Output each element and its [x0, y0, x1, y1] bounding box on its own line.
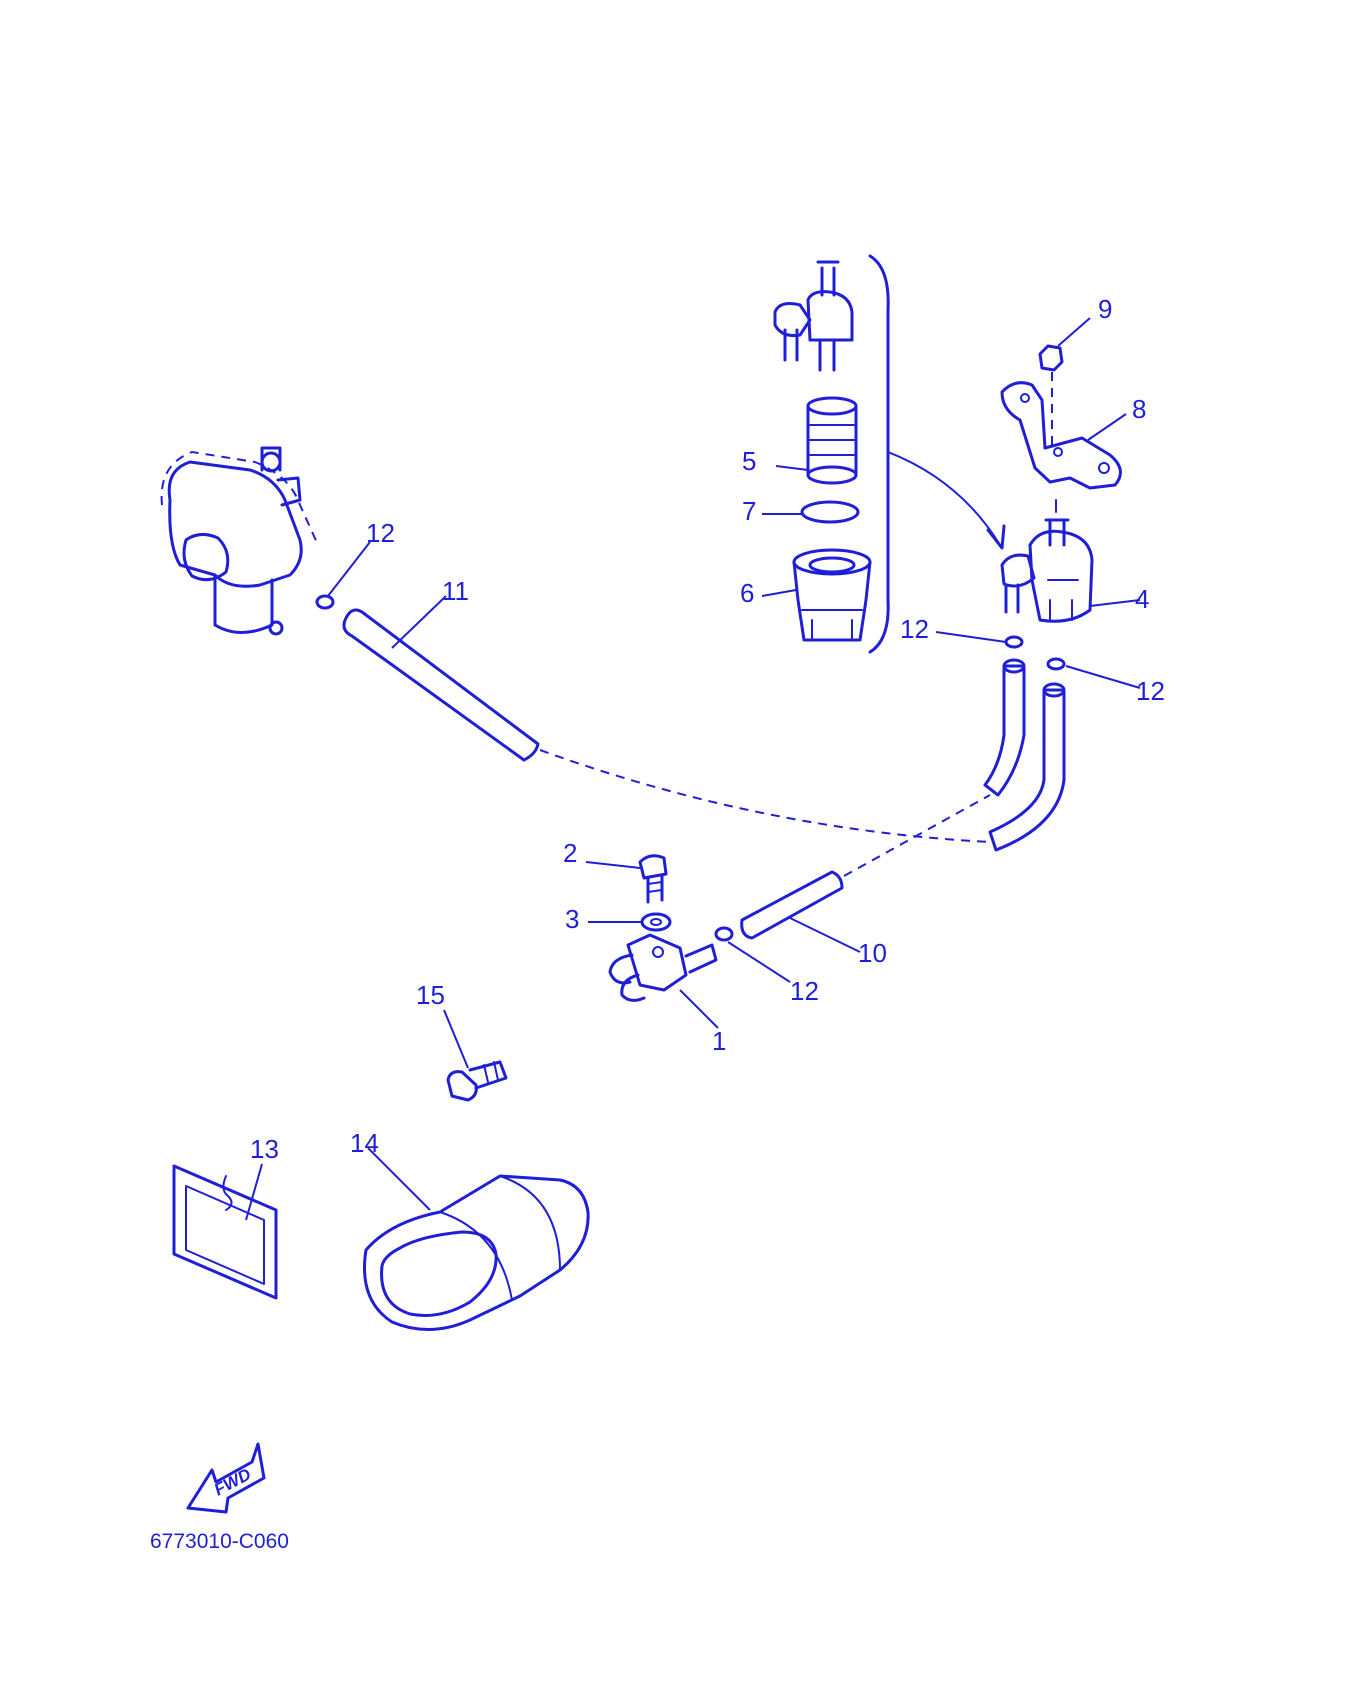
part-label: 8: [1132, 394, 1146, 424]
leader-lines: [245, 317, 1141, 1221]
part-label: 12: [1136, 676, 1165, 706]
part-label: 9: [1098, 294, 1112, 324]
part-label: 7: [742, 496, 756, 526]
part-label: 12: [900, 614, 929, 644]
part-label: 5: [742, 446, 756, 476]
part-label: 1: [712, 1026, 726, 1056]
part-label: 13: [250, 1134, 279, 1164]
nut-drawing: [1038, 344, 1064, 452]
assembly-arrow: [887, 451, 1006, 550]
part-label: 2: [563, 838, 577, 868]
hose-drawing: [315, 594, 1066, 942]
mounting-bracket-drawing: [1000, 381, 1122, 490]
part-label: 14: [350, 1128, 379, 1158]
filter-cover-drawing: [362, 1174, 590, 1331]
part-label: 15: [416, 980, 445, 1010]
bolt-drawing: [638, 854, 668, 904]
fuel-cock-drawing: [1000, 499, 1094, 623]
drawing-code: 6773010-C060: [150, 1530, 289, 1553]
part-label: 12: [790, 976, 819, 1006]
label-sheet-drawing: [172, 1164, 278, 1300]
part-label: 12: [366, 518, 395, 548]
part-label: 4: [1135, 584, 1149, 614]
part-label: 10: [858, 938, 887, 968]
hose-fitting-drawing: [446, 1060, 508, 1102]
part-label: 11: [442, 576, 469, 606]
joint-drawing: [608, 933, 718, 1002]
fwd-arrow-marker: FWD: [186, 1442, 266, 1514]
carburetor-drawing: [160, 446, 319, 636]
washer-drawing: [640, 912, 672, 932]
fuel-filter-assembly-drawing: [773, 254, 890, 654]
part-label: 6: [740, 578, 754, 608]
part-labels: 1 2 3 4 5 6 7 8 9 10 11 12 12 12 12 12 1…: [250, 294, 1165, 1164]
part-label: 3: [565, 904, 579, 934]
